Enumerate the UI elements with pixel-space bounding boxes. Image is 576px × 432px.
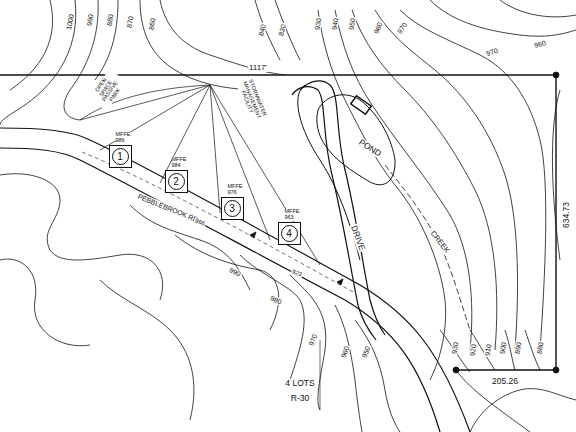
- contour-elevation: 880: [105, 13, 114, 28]
- lot-number: 3: [224, 200, 241, 217]
- contour-elevation: 900: [498, 341, 507, 356]
- contour-elevation: 920: [468, 343, 477, 358]
- contour-elevation: 990: [227, 266, 242, 278]
- contour-elevation: 1000: [65, 13, 75, 32]
- contour-elevation: 990: [85, 13, 94, 28]
- plan-label: POND: [356, 137, 383, 158]
- contour-elevation: 940: [330, 17, 339, 32]
- lot-box: MFFE 9634: [278, 222, 301, 245]
- lot-box: MFFE 9861: [109, 145, 132, 168]
- plan-label: STORMWATER MANAGEMENT FACILITY: [236, 76, 269, 125]
- contour-elevation: 960: [372, 20, 383, 35]
- contour-elevation: 890: [513, 341, 522, 356]
- lot-number: 2: [168, 173, 185, 190]
- floor-elevation: MFFE 984: [172, 157, 192, 169]
- contour-elevation: 930: [450, 341, 459, 356]
- floor-elevation: MFFE 986: [116, 132, 136, 144]
- contour-elevation: 830: [277, 22, 287, 37]
- contour-elevation: 880: [535, 341, 544, 356]
- contour-elevation: 970: [307, 332, 318, 347]
- lot-box: MFFE 9842: [165, 170, 188, 193]
- contour-elevation: 860: [147, 17, 156, 32]
- contour-elevation: 980: [268, 294, 283, 306]
- contour-elevation: 950: [360, 344, 371, 359]
- lot-number: 1: [112, 148, 129, 165]
- lot-number: 4: [281, 225, 298, 242]
- plan-label: 1117': [248, 64, 268, 72]
- contour-elevation: 960: [339, 344, 350, 359]
- contour-elevation: 970: [484, 46, 499, 57]
- plan-label: CREEK: [428, 229, 451, 256]
- contour-elevation: 960: [532, 39, 547, 49]
- contour-elevation: 966: [193, 217, 206, 227]
- contour-elevation: 870: [125, 15, 134, 30]
- plan-label: 4 LOTS: [284, 379, 315, 388]
- contour-elevation: 923: [290, 268, 303, 278]
- plan-label: R-30: [290, 394, 310, 403]
- plan-label: 205.26: [491, 377, 519, 386]
- contour-elevation: 970: [395, 20, 409, 35]
- plan-label: PEBBLEBROOK RD: [136, 192, 200, 223]
- lot-box: MFFE 9763: [221, 197, 244, 220]
- contour-elevation: 950: [347, 17, 356, 32]
- plan-label: DRIVE: [349, 223, 367, 252]
- contour-elevation: 840: [257, 22, 267, 37]
- contour-elevation: 910: [483, 343, 492, 358]
- plan-label: 634.73: [562, 201, 571, 229]
- floor-elevation: MFFE 976: [228, 184, 248, 196]
- floor-elevation: MFFE 963: [285, 209, 305, 221]
